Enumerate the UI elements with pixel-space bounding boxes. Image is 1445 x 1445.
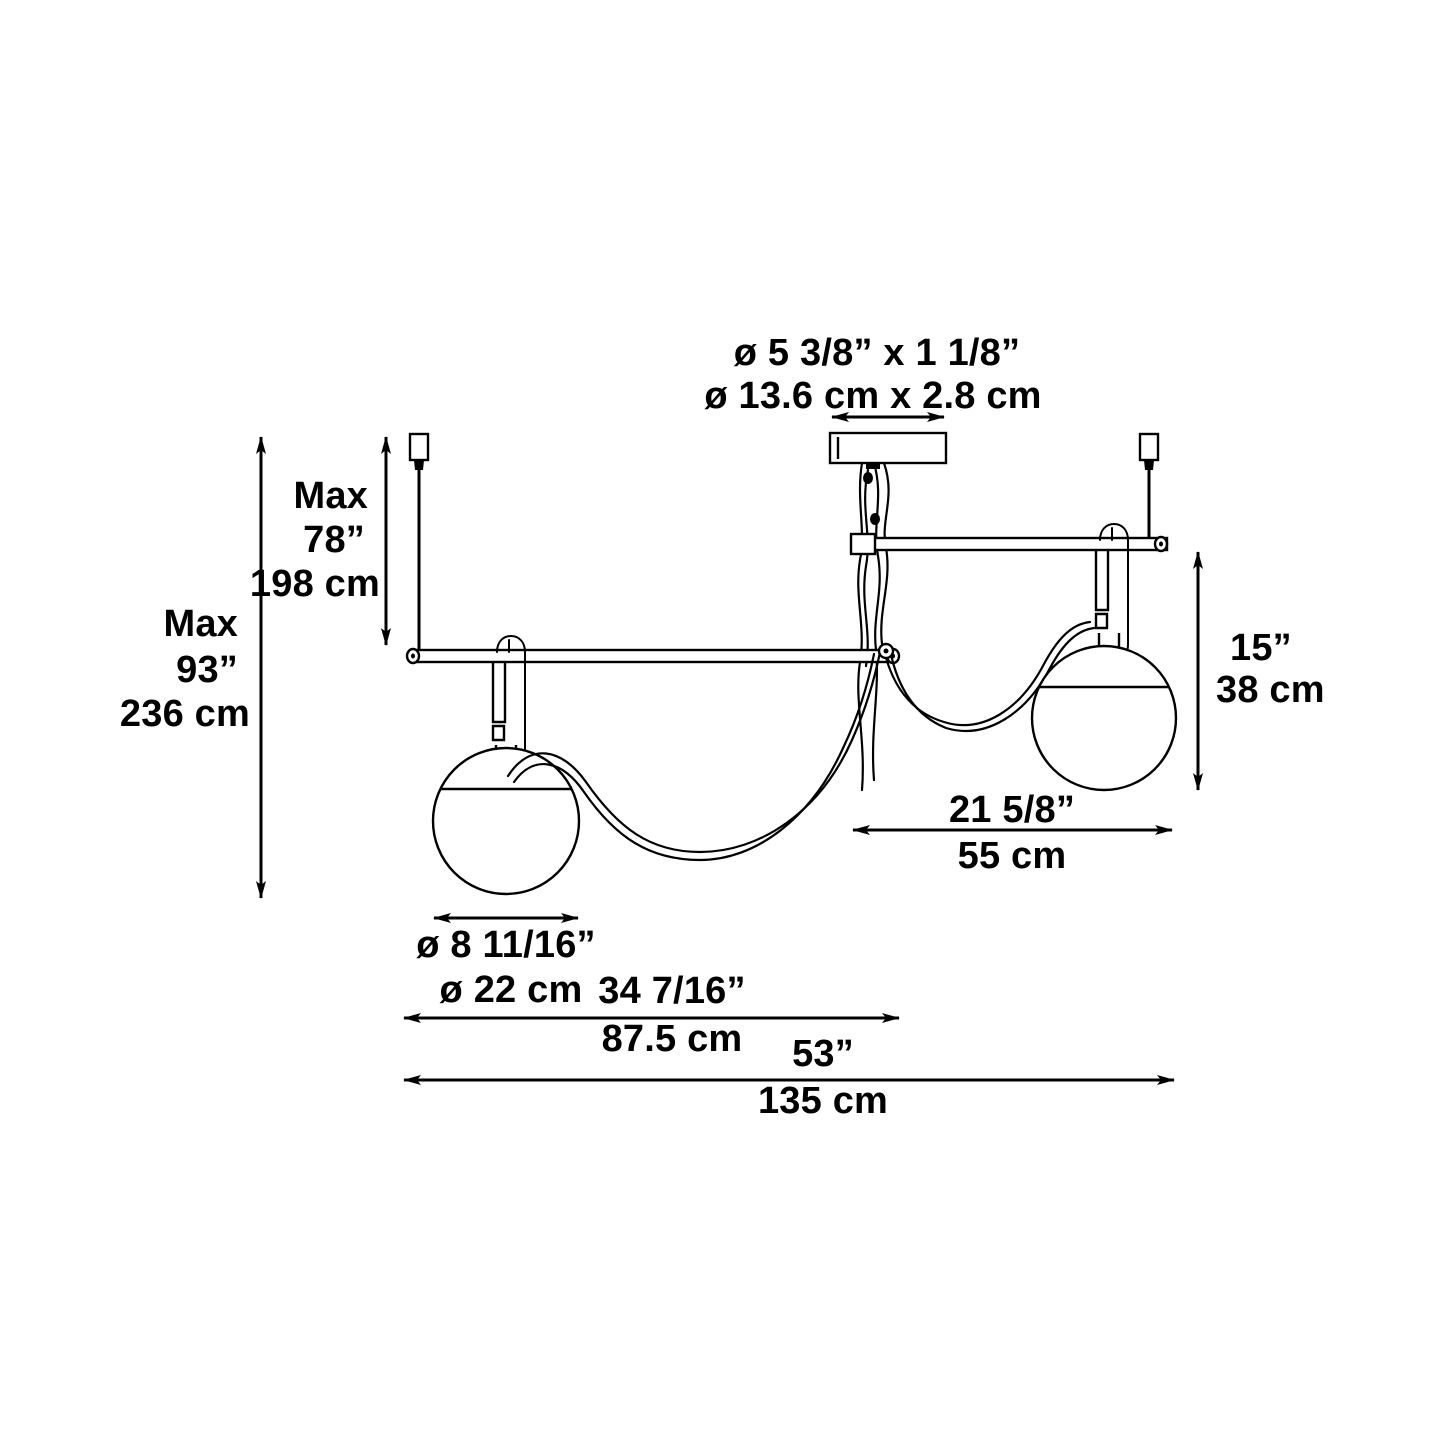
dim-max-total-drop-metric: 236 cm	[120, 693, 250, 735]
dim-lower-rod-span-imperial: 34 7/16”	[598, 970, 745, 1012]
dim-right-globe-drop-imperial: 15”	[1230, 627, 1292, 669]
canopy-cable-bundle	[857, 461, 890, 792]
dim-overall-width: 53” 135 cm	[403, 1033, 1175, 1122]
dim-right-rod-offset-imperial: 21 5/8”	[949, 789, 1075, 831]
dim-max-total-drop-prefix: Max	[163, 603, 238, 645]
dim-lower-rod-span-metric: 87.5 cm	[602, 1018, 743, 1060]
ceiling-mount-left	[408, 432, 430, 650]
dim-right-rod-offset-metric: 55 cm	[958, 835, 1067, 877]
dim-globe-diameter: ø 8 11/16” ø 22 cm	[416, 913, 596, 1011]
dim-max-cable-drop-prefix: Max	[293, 475, 368, 517]
lower-horizontal-rod	[405, 647, 901, 665]
left-globe	[431, 746, 581, 896]
dim-right-rod-offset: 21 5/8” 55 cm	[852, 789, 1173, 877]
dim-max-total-drop-imperial: 93”	[176, 649, 238, 691]
dim-globe-diameter-metric: ø 22 cm	[440, 969, 583, 1011]
dim-max-total-drop: Max 93” 236 cm	[120, 436, 266, 899]
dim-overall-width-imperial: 53”	[792, 1033, 854, 1075]
dim-globe-diameter-imperial: ø 8 11/16”	[416, 924, 595, 966]
dim-right-globe-drop: 15” 38 cm	[1193, 551, 1325, 791]
dim-max-cable-drop: Max 78” 198 cm	[250, 436, 391, 646]
ceiling-canopy	[828, 431, 948, 469]
dim-lower-rod-span: 34 7/16” 87.5 cm	[403, 970, 900, 1060]
upper-horizontal-rod	[849, 532, 1169, 556]
dim-canopy-imperial: ø 5 3/8” x 1 1/8”	[734, 332, 1020, 374]
right-globe	[1030, 644, 1178, 792]
dim-right-globe-drop-metric: 38 cm	[1216, 669, 1325, 711]
dim-overall-width-metric: 135 cm	[758, 1080, 888, 1122]
cable-left-span	[506, 650, 882, 862]
cable-right-span	[877, 620, 1096, 733]
dim-canopy: ø 5 3/8” x 1 1/8” ø 13.6 cm x 2.8 cm	[704, 332, 1041, 422]
dim-canopy-metric: ø 13.6 cm x 2.8 cm	[704, 375, 1041, 417]
dim-max-cable-drop-imperial: 78”	[303, 519, 365, 561]
ceiling-mount-right	[1138, 432, 1160, 540]
dim-max-cable-drop-metric: 198 cm	[250, 563, 380, 605]
